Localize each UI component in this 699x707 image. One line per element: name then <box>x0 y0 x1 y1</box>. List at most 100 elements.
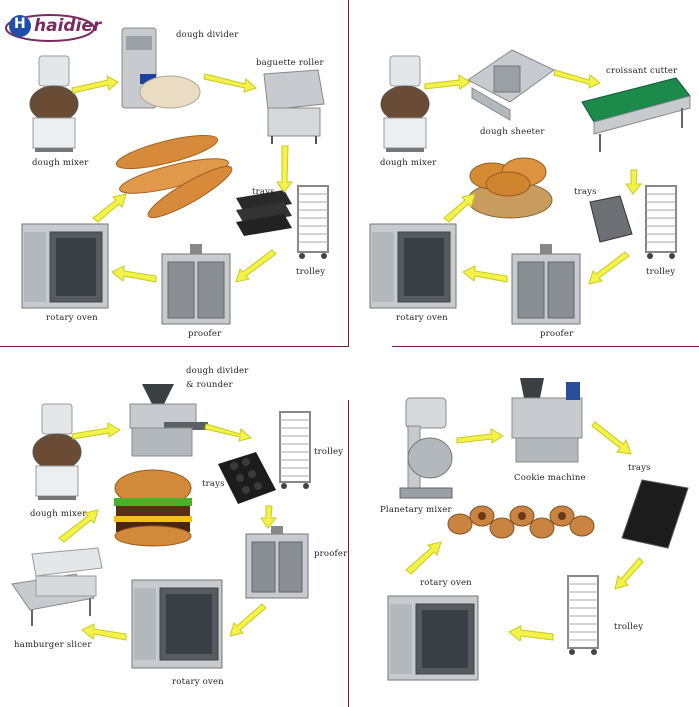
label-trays: trays <box>628 463 651 473</box>
cookie-icon <box>447 505 595 539</box>
hamburger-dough-mixer <box>28 400 84 504</box>
label-dough-divider: dough divider <box>186 366 249 376</box>
hamburger-proofer <box>244 526 310 604</box>
arrow-roller-to-trays <box>276 145 294 193</box>
arrow-oven-to-slicer <box>81 623 127 641</box>
mixer-icon <box>32 403 82 500</box>
label-dough-mixer: dough mixer <box>32 158 89 168</box>
label-hamburger-slicer: hamburger slicer <box>14 640 92 650</box>
tray-icon <box>218 452 276 504</box>
arrow-trays-to-trolley <box>614 557 644 590</box>
arrow-trolley-to-proofer <box>588 251 630 285</box>
arrow-mixer-to-sheeter <box>424 74 471 90</box>
proofer-icon <box>161 244 231 325</box>
divider-rounder-machine <box>124 382 210 462</box>
horizontal-divider-left <box>0 346 349 347</box>
slicer-icon <box>11 547 103 626</box>
baguette-trays <box>232 190 296 242</box>
divider-rounder-icon <box>129 384 208 457</box>
arrow-proofer-to-oven <box>229 603 267 637</box>
baguette-rotary-oven <box>20 222 112 314</box>
label-rotary-oven: rotary oven <box>46 313 98 323</box>
label-rotary-oven: rotary oven <box>420 578 472 588</box>
arrow-oven-to-croissant <box>443 193 476 223</box>
logo-mark: H <box>14 16 26 32</box>
baguette-icon <box>115 135 233 219</box>
label-trays: trays <box>252 187 275 197</box>
cookie-machine <box>508 376 584 470</box>
label-dough-sheeter: dough sheeter <box>480 127 545 137</box>
croissant-icon <box>467 157 553 219</box>
arrow-trolley-to-proofer <box>235 249 277 283</box>
trolley-icon <box>567 575 599 655</box>
hamburger-slicer-machine <box>6 547 106 632</box>
vertical-divider-top <box>348 0 349 346</box>
label-dough-mixer: dough mixer <box>30 509 87 519</box>
label-baguette-roller: baguette roller <box>256 58 324 68</box>
tray-icon <box>589 195 633 243</box>
label-rotary-oven: rotary oven <box>396 313 448 323</box>
panel4-arrows <box>405 421 644 642</box>
arrow-divider-to-trolley <box>204 423 253 442</box>
tray-icon <box>236 190 292 236</box>
baguettes-product <box>112 130 242 219</box>
trolley-icon <box>279 411 311 489</box>
arrow-proofer-to-oven <box>462 265 508 283</box>
croissant-dough-mixer <box>376 52 432 156</box>
label-proofer: proofer <box>188 329 222 339</box>
proofer-icon <box>245 526 309 599</box>
dough-sheeter-machine <box>458 40 558 126</box>
trolley-icon <box>297 185 329 259</box>
arrow-sheeter-to-cutter <box>553 69 601 89</box>
label-dough-mixer: dough mixer <box>380 158 437 168</box>
label-croissant-cutter: croissant cutter <box>606 66 678 76</box>
label-dough-divider: dough divider <box>176 30 239 40</box>
panel1-arrows <box>71 73 294 283</box>
dough-mixer-machine <box>25 52 81 156</box>
arrow-mixer-to-divider <box>71 422 121 440</box>
label-trolley: trolley <box>646 267 676 277</box>
arrow-trolley-to-oven <box>508 625 554 642</box>
planetary-mixer-icon <box>399 397 453 499</box>
logo-swoosh-icon <box>5 14 95 42</box>
oven-icon <box>131 579 223 669</box>
cookie-rotary-oven <box>386 594 482 686</box>
baguette-roller-machine <box>258 66 330 148</box>
oven-icon <box>21 223 109 309</box>
logo-text: haidier <box>34 16 102 36</box>
mixer-icon <box>380 55 430 152</box>
oven-icon <box>369 223 457 309</box>
arrow-cutter-to-trolley <box>625 169 643 195</box>
burger-icon <box>114 469 192 547</box>
haidier-logo: H haidier <box>4 6 104 46</box>
label-trays: trays <box>574 187 597 197</box>
cutter-icon <box>581 77 691 152</box>
oven-icon <box>387 595 479 681</box>
arrow-mixer-to-divider <box>71 75 119 94</box>
horizontal-divider-right <box>392 346 699 347</box>
arrow-divider-to-roller <box>203 73 257 93</box>
baguette-proofer <box>160 244 232 330</box>
arrow-oven-to-baguettes <box>92 193 127 223</box>
hamburger-product <box>110 468 196 552</box>
proofer-icon <box>511 244 581 325</box>
label-trolley: trolley <box>314 447 344 457</box>
label-proofer: proofer <box>314 549 348 559</box>
label-planetary-mixer: Planetary mixer <box>380 505 452 515</box>
label-rounder: & rounder <box>186 380 233 390</box>
croissant-basket <box>462 146 556 226</box>
label-proofer: proofer <box>540 329 574 339</box>
planetary-mixer-machine <box>396 396 456 504</box>
label-cookie-machine: Cookie machine <box>514 473 586 483</box>
label-rotary-oven: rotary oven <box>172 677 224 687</box>
cookie-machine-icon <box>511 378 583 463</box>
panel2-arrows <box>424 69 643 285</box>
hamburger-tray <box>216 450 278 510</box>
hamburger-rotary-oven <box>130 578 226 674</box>
croissant-tray <box>586 195 634 248</box>
tray-icon <box>621 479 689 549</box>
label-trolley: trolley <box>614 622 644 632</box>
sheeter-icon <box>467 49 555 121</box>
label-trolley: trolley <box>296 267 326 277</box>
cookies-product <box>444 498 604 556</box>
